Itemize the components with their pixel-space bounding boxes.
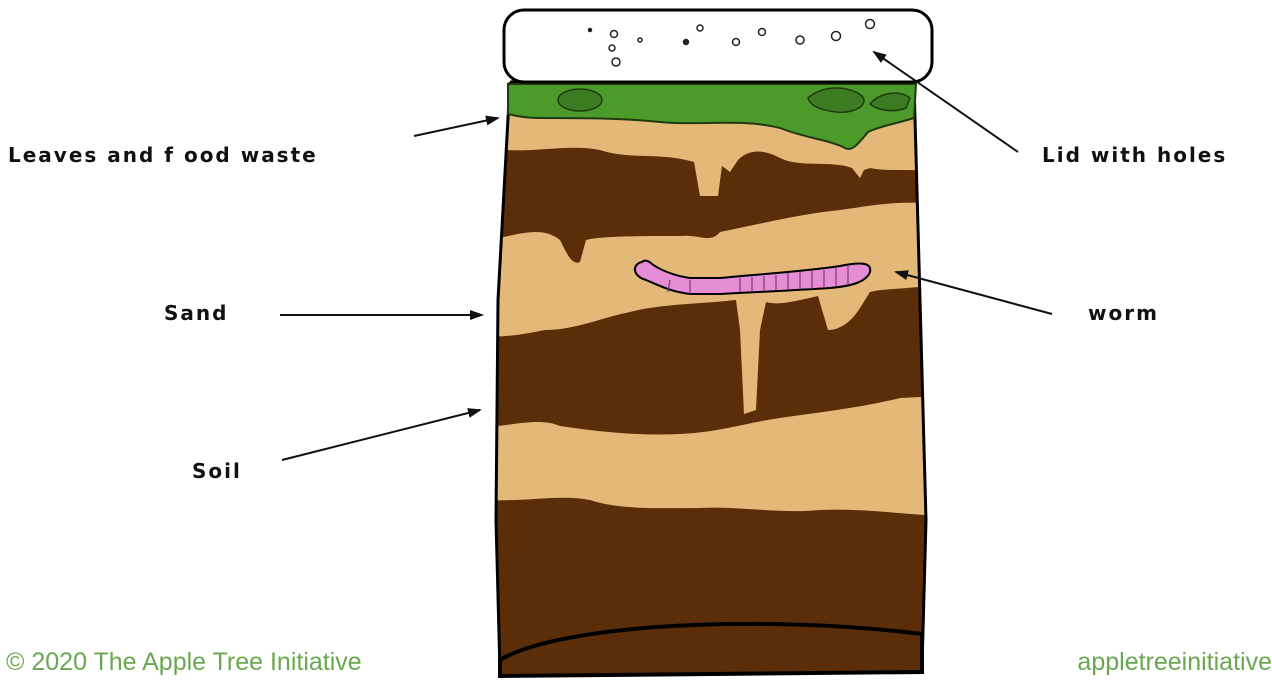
label-lid: Lid with holes [1042,143,1227,167]
label-soil: Soil [192,459,242,483]
arrow-leaves [414,118,498,136]
copyright-footer: © 2020 The Apple Tree Initiative [6,648,362,677]
label-leaves: Leaves and f ood waste [8,143,318,167]
jar-body [480,70,940,684]
arrow-soil [282,410,480,460]
label-sand: Sand [164,301,228,325]
site-footer: appletreeinitiative [1077,648,1272,677]
label-worm: worm [1088,301,1159,325]
leaf-shape-left [558,89,602,111]
